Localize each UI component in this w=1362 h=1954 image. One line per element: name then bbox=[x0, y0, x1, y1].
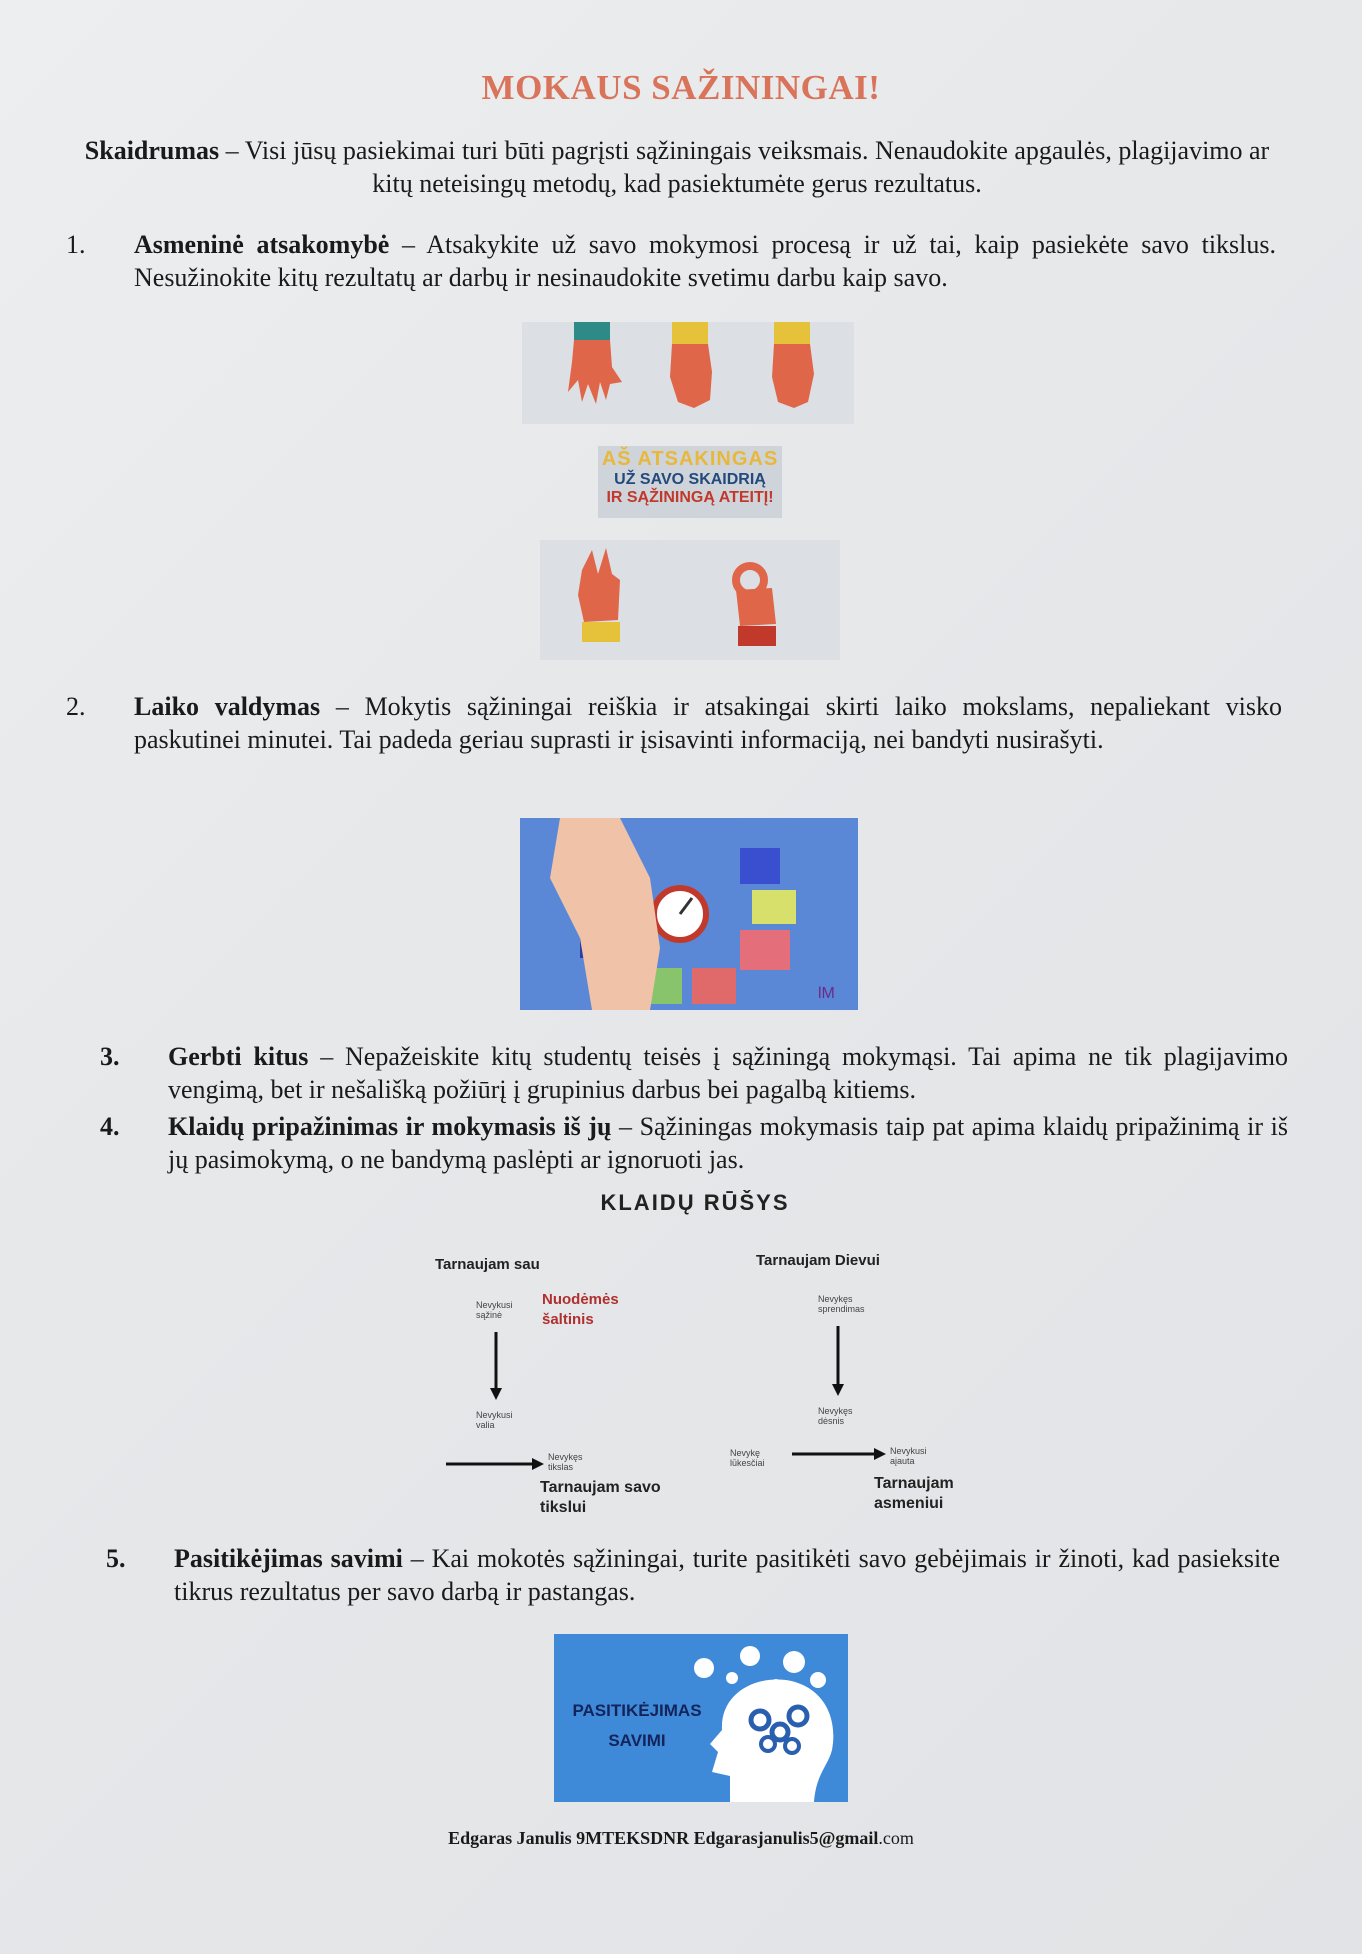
diagram-right-bottom: Tarnaujam asmeniui bbox=[874, 1475, 954, 1512]
diagram-title: KLAIDŲ RŪŠYS bbox=[600, 1190, 790, 1215]
item-3: 3. Gerbti kitus – Nepažeiskite kitų stude… bbox=[100, 1040, 1288, 1106]
intro-paragraph: Skaidrumas – Visi jūsų pasiekimai turi b… bbox=[84, 134, 1270, 200]
confidence-line-1: PASITIKĖJIMAS bbox=[572, 1701, 702, 1720]
head-silhouette-icon bbox=[710, 1679, 834, 1802]
item-number: 3. bbox=[100, 1042, 120, 1071]
responsibility-badge: AŠ ATSAKINGAS UŽ SAVO SKAIDRIĄ IR SĄŽINI… bbox=[598, 446, 782, 518]
intro-term: Skaidrumas bbox=[84, 136, 220, 165]
diagram-right-arrow-start: Nevykę lūkesčiai bbox=[730, 1448, 765, 1468]
gears-icon bbox=[748, 1704, 810, 1755]
diagram-left-bottom: Tarnaujam savo tikslui bbox=[540, 1479, 661, 1516]
badge-line-1: AŠ ATSAKINGAS bbox=[601, 448, 779, 470]
footer-author-text: Edgaras Janulis 9MTEKSDNR Edgarasjanulis… bbox=[448, 1828, 879, 1848]
badge-line-3: IR SĄŽININGĄ ATEITĮ! bbox=[606, 489, 774, 506]
diagram-right-arrow-end: Nevykusi aįauta bbox=[890, 1446, 927, 1466]
hand-ok-icon bbox=[732, 562, 776, 646]
footer-author: Edgaras Janulis 9MTEKSDNR Edgarasjanulis… bbox=[0, 1828, 1362, 1849]
diagram-right-title: Tarnaujam Dievui bbox=[756, 1252, 880, 1269]
time-management-illustration: lM bbox=[520, 818, 858, 1010]
hand-fist-icon bbox=[670, 322, 712, 408]
item-5: 5. Pasitikėjimas savimi – Kai mokotės sąž… bbox=[106, 1542, 1280, 1608]
diagram-left-top: Nevykusi sąžinė bbox=[476, 1300, 513, 1320]
item-term: Laiko valdymas bbox=[134, 692, 321, 721]
arrow-right-icon bbox=[446, 1458, 544, 1470]
item-number: 4. bbox=[100, 1112, 120, 1141]
diagram-left-red: Nuodėmės šaltinis bbox=[542, 1291, 619, 1328]
hands-illustration-top bbox=[522, 322, 854, 424]
item-text: – Atsakykite už savo mokymosi procesą ir… bbox=[134, 230, 1277, 292]
arrow-down-icon bbox=[490, 1332, 502, 1400]
arrow-down-icon bbox=[832, 1326, 844, 1396]
diagram-right-top: Nevykęs sprendimas bbox=[818, 1294, 865, 1314]
mistake-types-diagram: KLAIDŲ RŪŠYS Tarnaujam sau Tarnaujam Die… bbox=[430, 1190, 960, 1520]
diagram-left-title: Tarnaujam sau bbox=[435, 1256, 540, 1273]
item-term: Pasitikėjimas savimi bbox=[174, 1544, 403, 1573]
svg-text:lM: lM bbox=[818, 985, 835, 1002]
item-text: – Kai mokotės sąžiningai, turite pasitik… bbox=[174, 1544, 1280, 1606]
footer-domain: .com bbox=[878, 1828, 914, 1848]
confidence-image-text: PASITIKĖJIMAS SAVIMI bbox=[562, 1696, 712, 1756]
hands-illustration-bottom bbox=[540, 540, 840, 660]
item-4: 4. Klaidų pripažinimas ir mokymasis iš jų… bbox=[100, 1110, 1288, 1176]
diagram-left-mid: Nevykusi valia bbox=[476, 1410, 513, 1430]
item-term: Gerbti kitus bbox=[168, 1042, 309, 1071]
diagram-right-mid: Nevykęs dėsnis bbox=[818, 1406, 853, 1426]
confidence-line-2: SAVIMI bbox=[608, 1731, 666, 1750]
item-number: 1. bbox=[66, 230, 86, 259]
clock-icon bbox=[651, 885, 709, 943]
page-title: MOKAUS SAŽININGAI! bbox=[481, 68, 881, 107]
item-term: Asmeninė atsakomybė bbox=[134, 230, 390, 259]
hand-point-icon bbox=[772, 322, 814, 408]
item-term: Klaidų pripažinimas ir mokymasis iš jų bbox=[168, 1112, 612, 1141]
hand-victory-icon bbox=[578, 548, 620, 642]
hand-open-icon bbox=[568, 322, 622, 404]
item-text: – Mokytis sąžiningai reiškia ir atsaking… bbox=[134, 692, 1282, 754]
item-1: 1. Asmeninė atsakomybė – Atsakykite už sa… bbox=[66, 228, 1277, 294]
diagram-left-arrow-end: Nevykęs tikslas bbox=[548, 1452, 583, 1472]
arrow-right-icon bbox=[792, 1448, 886, 1460]
item-text: – Nepažeiskite kitų studentų teisės į są… bbox=[168, 1042, 1288, 1104]
badge-line-2: UŽ SAVO SKAIDRIĄ bbox=[614, 471, 766, 488]
self-confidence-illustration: PASITIKĖJIMAS SAVIMI bbox=[554, 1634, 848, 1802]
item-number: 5. bbox=[106, 1544, 126, 1573]
thought-bubbles-icon bbox=[694, 1646, 826, 1689]
intro-text: – Visi jūsų pasiekimai turi būti pagrįst… bbox=[219, 136, 1270, 198]
item-text: – Sąžiningas mokymasis taip pat apima kl… bbox=[168, 1112, 1288, 1174]
item-2: 2. Laiko valdymas – Mokytis sąžiningai re… bbox=[66, 690, 1282, 756]
item-number: 2. bbox=[66, 692, 86, 721]
